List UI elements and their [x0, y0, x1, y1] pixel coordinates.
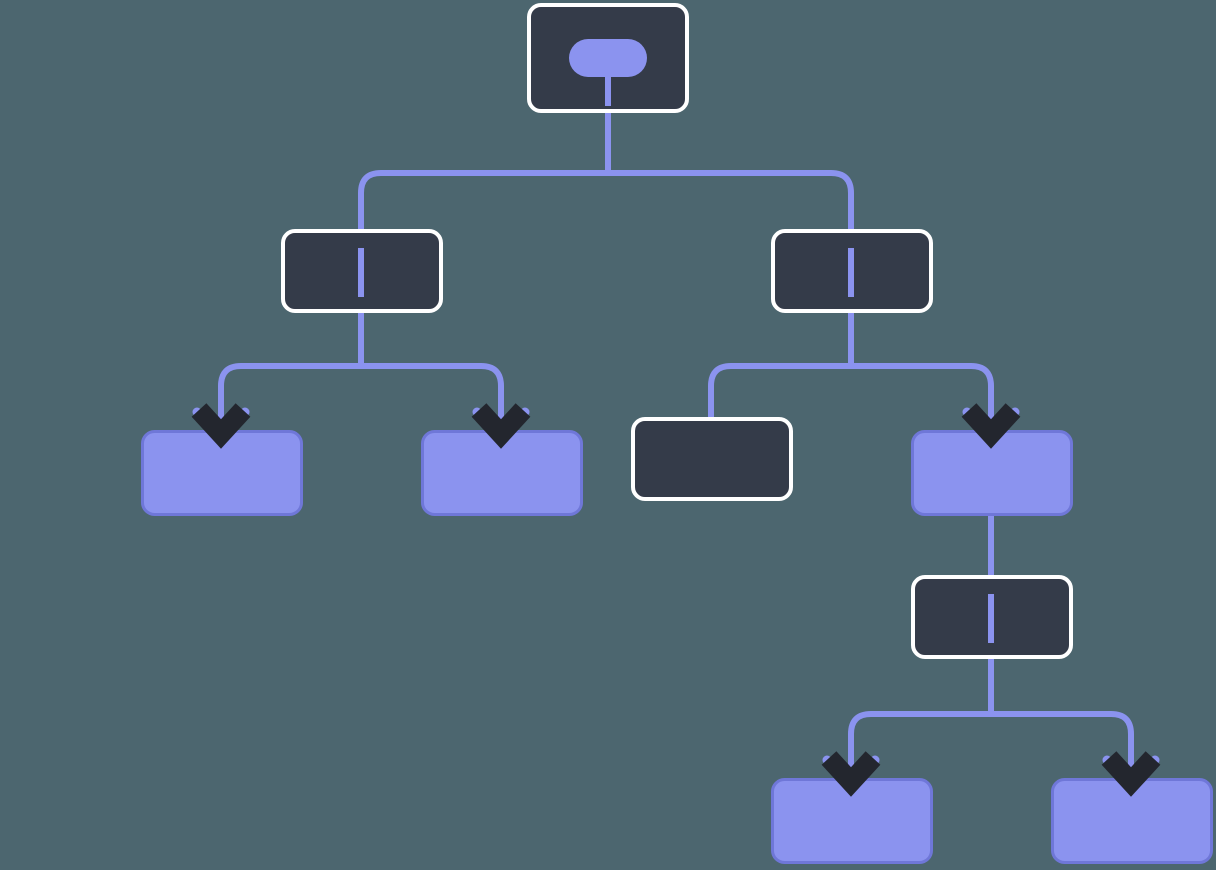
arrowhead-edge-sub-branch-to-leaf-5 [1101, 751, 1161, 797]
edge-sub-branch-to-leaf-5 [991, 711, 1134, 784]
edge-left-branch-to-leaf-1 [218, 363, 361, 436]
terminal-node-dark[interactable] [631, 417, 793, 501]
arrowhead-core [961, 403, 1021, 449]
arrowhead-edge-left-branch-to-leaf-2 [471, 403, 531, 449]
arrowhead-core [191, 403, 251, 449]
edge-root-to-left-branch [358, 170, 608, 248]
edge-root-to-right-branch [608, 170, 854, 248]
edge-right-branch-to-leaf-3 [851, 363, 994, 436]
edge-right-branch-to-terminal-dark [708, 363, 851, 417]
arrowhead-edge-right-branch-to-leaf-3 [961, 403, 1021, 449]
edge-left-branch-to-leaf-2 [361, 363, 504, 436]
arrowhead-core [1101, 751, 1161, 797]
node-body-dark[interactable] [631, 417, 793, 501]
arrowhead-edge-sub-branch-to-leaf-4 [821, 751, 881, 797]
arrowhead-edge-left-branch-to-leaf-1 [191, 403, 251, 449]
arrowhead-layer [191, 403, 1161, 797]
root-node[interactable] [527, 3, 689, 113]
arrowhead-core [471, 403, 531, 449]
node-layer [141, 3, 1213, 864]
edge-overlay-layer [358, 248, 994, 643]
edge-sub-branch-to-leaf-4 [848, 711, 991, 784]
arrowhead-core [821, 751, 881, 797]
